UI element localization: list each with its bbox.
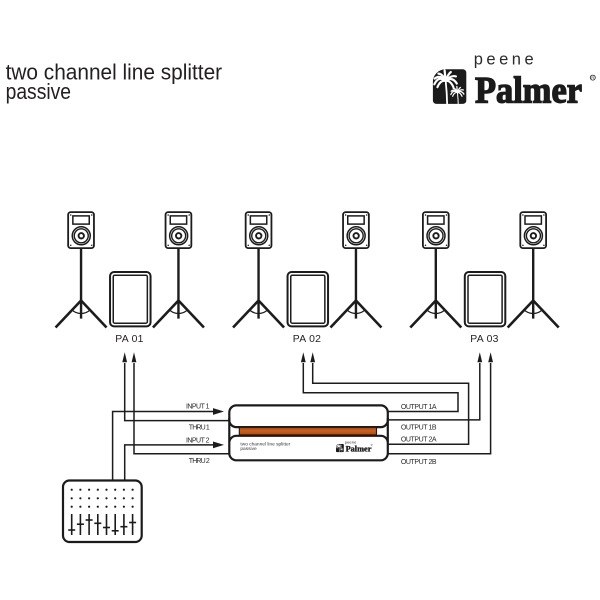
svg-text:THRU 1: THRU 1 — [189, 424, 210, 431]
svg-text:INPUT 1: INPUT 1 — [186, 404, 210, 411]
svg-text:INPUT 2: INPUT 2 — [186, 438, 210, 445]
svg-text:OUTPUT 2A: OUTPUT 2A — [401, 437, 437, 444]
svg-text:Palmer: Palmer — [346, 444, 372, 453]
svg-text:OUTPUT 1A: OUTPUT 1A — [401, 404, 437, 411]
svg-text:PA 03: PA 03 — [470, 334, 498, 345]
svg-text:OUTPUT 2B: OUTPUT 2B — [401, 459, 437, 466]
svg-text:two channel line splitter: two channel line splitter — [6, 59, 223, 84]
svg-text:THRU 2: THRU 2 — [189, 458, 210, 465]
svg-text:peene: peene — [474, 50, 534, 68]
svg-text:PA 01: PA 01 — [115, 334, 143, 345]
svg-text:PA 02: PA 02 — [293, 334, 321, 345]
svg-text:Palmer: Palmer — [475, 71, 582, 112]
svg-text:passive: passive — [6, 79, 71, 104]
svg-text:peene: peene — [345, 439, 357, 444]
svg-text:passive: passive — [240, 446, 257, 452]
svg-text:two channel line splitter: two channel line splitter — [240, 442, 290, 448]
svg-text:R: R — [591, 75, 594, 80]
svg-text:OUTPUT 1B: OUTPUT 1B — [401, 425, 437, 432]
